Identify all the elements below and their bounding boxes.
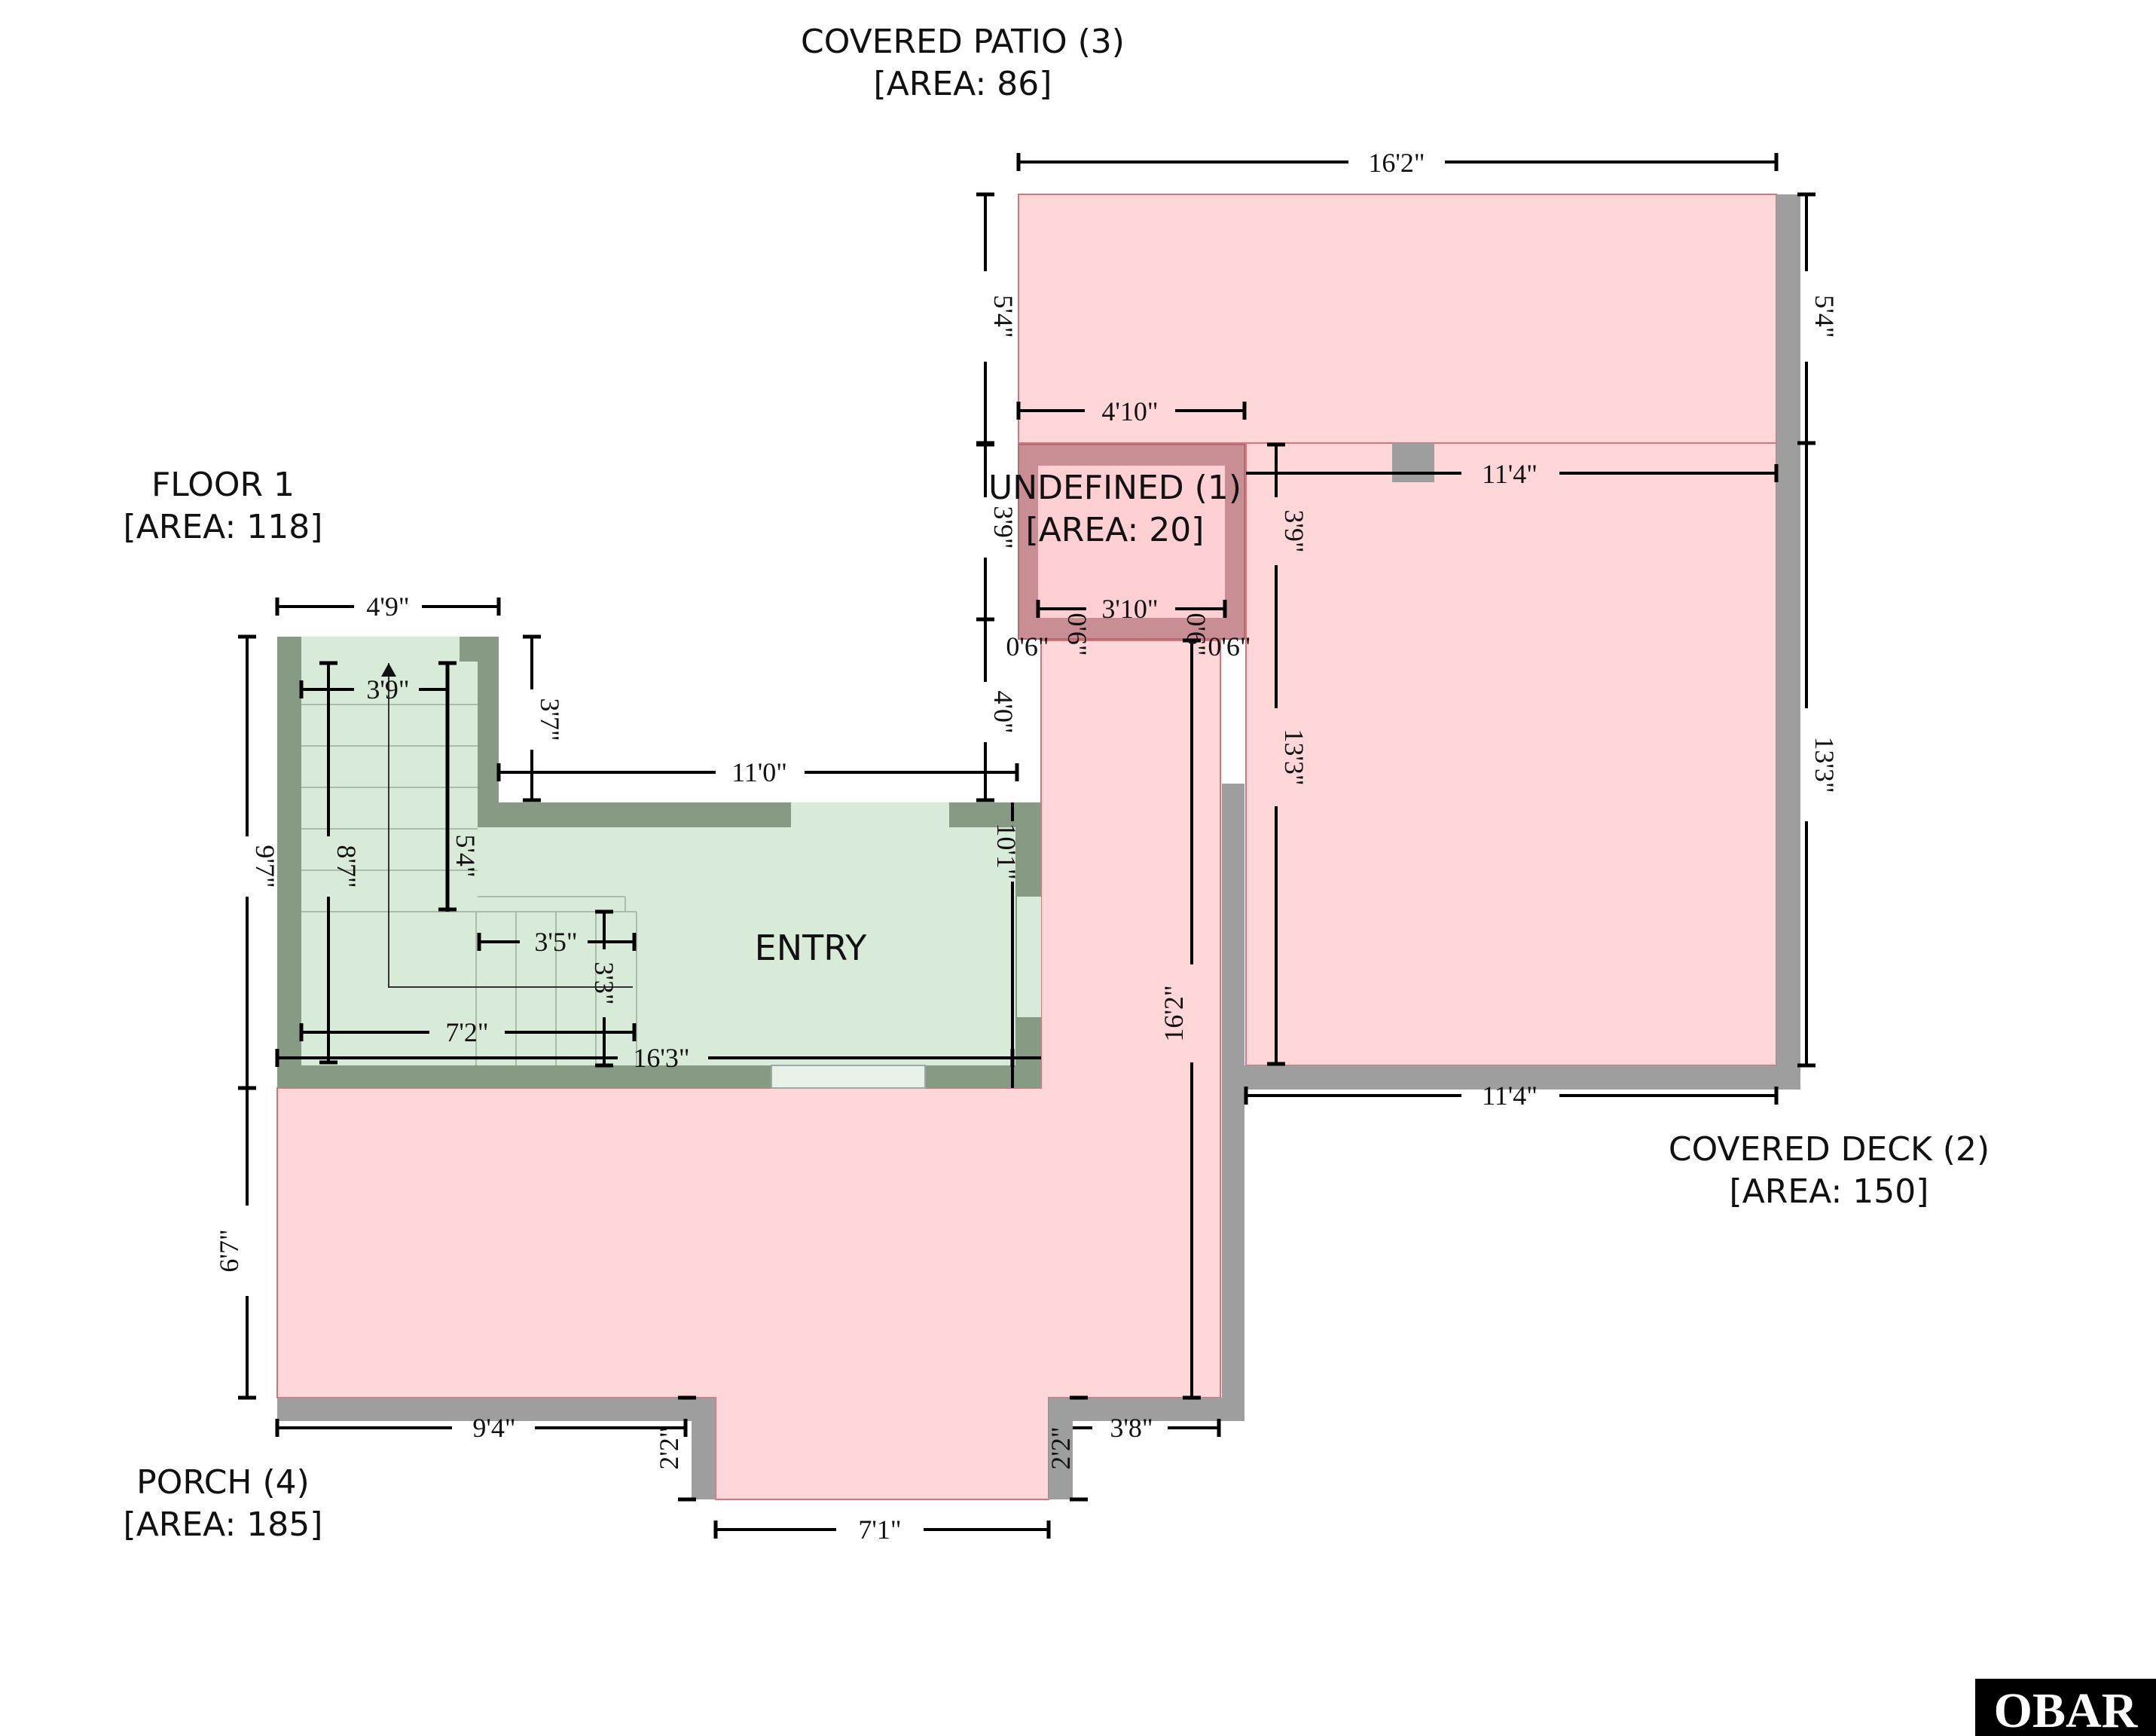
dim-porch-right: 16'2" (1159, 985, 1189, 1041)
dim-deck-bottom: 11'4" (1482, 1080, 1538, 1111)
dim-porch-bottom-left: 9'4" (472, 1413, 515, 1443)
porch-area-label: [AREA: 185] (124, 1505, 323, 1544)
dim-patio-right: 5'4" (1809, 295, 1840, 338)
dim-entry-top: 11'0" (731, 757, 787, 787)
dim-porch-left: 6'7" (214, 1229, 244, 1272)
entry-room-label: ENTRY (755, 928, 868, 968)
dim-patio-top: 16'2" (1368, 148, 1425, 178)
porch-name: PORCH (4) (136, 1463, 310, 1502)
dim-undef-width: 4'10" (1101, 396, 1158, 426)
dim-stair-top: 4'9" (366, 591, 409, 622)
logo-text: OBAR (1994, 1683, 2139, 1736)
dim-patio-left: 5'4" (988, 295, 1018, 338)
dimension-lines (238, 153, 1815, 1539)
floor1-area-label: [AREA: 118] (124, 508, 323, 546)
dim-small-06-a: 0'6" (1006, 631, 1049, 662)
covered-patio-area (1018, 194, 1777, 444)
dimension-texts: 16'2" 5'4" 5'4" 4'10" 11'4" 3'9" 3'9" 3'… (214, 148, 1840, 1545)
obar-logo: OBAR (1975, 1679, 2156, 1736)
dim-stair-bottom: 7'2" (445, 1017, 488, 1047)
dim-stair-notch: 3'7" (535, 698, 565, 741)
floor1-area (277, 637, 1041, 1089)
dim-landing-h: 3'3" (589, 961, 619, 1004)
area-labels: COVERED PATIO (3) [AREA: 86] FLOOR 1 [AR… (124, 23, 1990, 1544)
dim-deck-top: 11'4" (1482, 459, 1538, 489)
dim-deck-right: 13'3" (1809, 736, 1840, 793)
dim-deck-left: 13'3" (1279, 729, 1309, 785)
covered-deck-name: COVERED DECK (2) (1669, 1130, 1990, 1169)
dim-entry-4-0: 4'0" (988, 690, 1018, 733)
dim-small-06-c: 0'6" (1181, 613, 1211, 656)
gray-walls (277, 194, 1800, 1499)
dim-step-left: 2'2" (654, 1426, 684, 1469)
dim-small-06-b: 0'6" (1062, 613, 1092, 656)
covered-patio-name: COVERED PATIO (3) (801, 23, 1125, 61)
dim-landing-w: 3'5" (534, 927, 577, 957)
dim-stair-54: 5'4" (450, 834, 481, 877)
dim-floor-left: 9'7" (250, 845, 280, 888)
dim-stair-87: 8'7" (331, 845, 362, 888)
dim-floor-bottom: 16'3" (633, 1043, 689, 1073)
dim-step-right: 2'2" (1046, 1426, 1076, 1469)
undefined-area-label: [AREA: 20] (1026, 511, 1205, 549)
dim-small-06-d: 0'6" (1208, 631, 1251, 662)
dim-porch-bottom-right: 3'8" (1110, 1413, 1153, 1443)
floor1-name: FLOOR 1 (151, 466, 295, 504)
dim-undef-height: 3'9" (988, 506, 1018, 549)
covered-deck-area-label: [AREA: 150] (1730, 1172, 1929, 1211)
dim-stair-inner: 3'9" (366, 674, 409, 704)
dim-undef-right-h: 3'9" (1279, 509, 1309, 552)
undefined-area (1018, 444, 1245, 640)
dim-step-bottom: 7'1" (858, 1514, 901, 1545)
covered-patio-area-label: [AREA: 86] (874, 65, 1052, 103)
covered-deck-area (1245, 442, 1777, 1066)
dim-undef-inner: 3'10" (1101, 594, 1158, 624)
undefined-name: UNDEFINED (1) (988, 469, 1241, 507)
dim-entry-right: 10'1" (991, 823, 1022, 879)
